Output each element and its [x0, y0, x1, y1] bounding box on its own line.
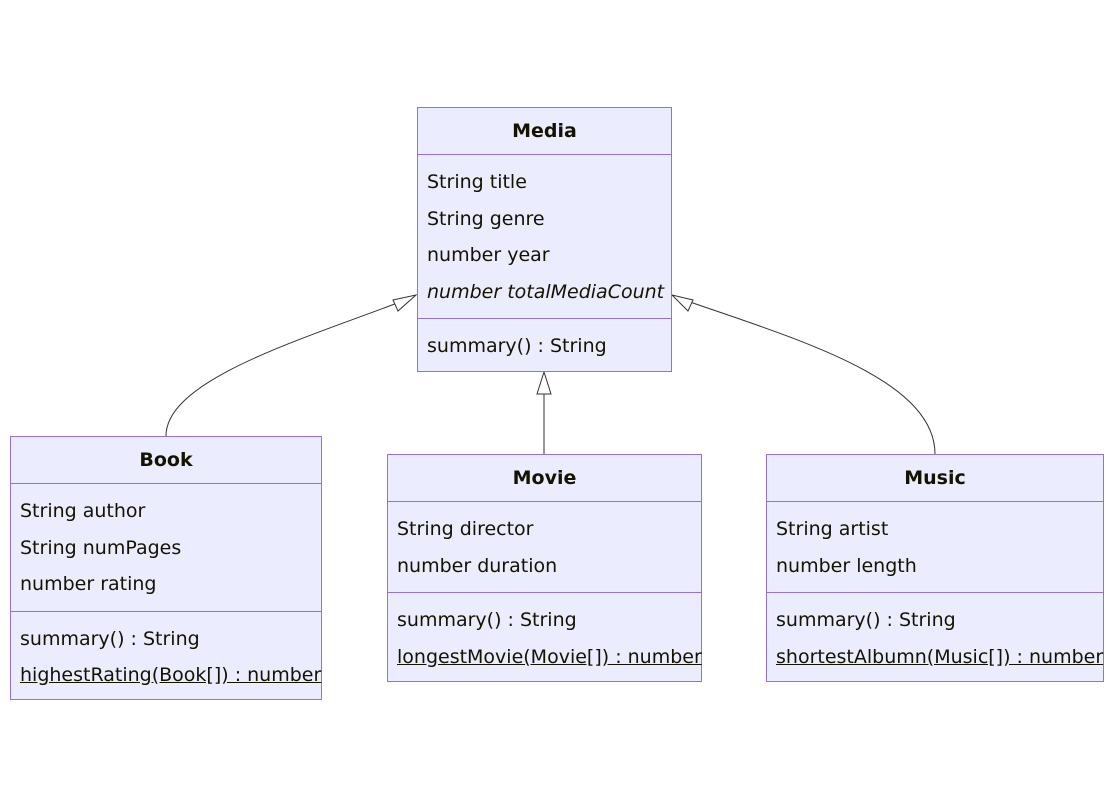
attributes-section: String artist number length — [767, 502, 1103, 593]
class-name: Music — [767, 455, 1103, 502]
attributes-section: String title String genre number year nu… — [418, 155, 671, 319]
arrowhead-movie-media — [536, 370, 552, 395]
attributes-section: String author String numPages number rat… — [11, 484, 321, 612]
class-music: Music String artist number length summar… — [766, 454, 1104, 682]
methods-section: summary() : String longestMovie(Movie[])… — [388, 593, 702, 683]
method: summary() : String — [20, 627, 200, 650]
attributes-section: String director number duration — [388, 502, 701, 593]
methods-section: summary() : String — [418, 319, 671, 373]
methods-section: summary() : String shortestAlbumn(Music[… — [767, 593, 1103, 683]
class-book: Book String author String numPages numbe… — [10, 436, 322, 700]
methods-section: summary() : String highestRating(Book[])… — [11, 612, 321, 702]
edge-book-media — [165, 301, 401, 437]
attribute: String author — [20, 500, 146, 522]
class-name: Media — [418, 108, 671, 155]
attribute: number totalMediaCount — [427, 280, 665, 303]
arrowhead-book-media — [392, 294, 418, 312]
static-method: shortestAlbumn(Music[]) : number — [776, 645, 1104, 668]
static-method: highestRating(Book[]) : number — [20, 664, 322, 686]
attribute: String director — [397, 518, 534, 540]
static-method: longestMovie(Movie[]) : number — [397, 645, 702, 668]
attribute: String numPages — [20, 536, 182, 559]
arrowhead-music-media — [670, 294, 694, 312]
method: summary() : String — [776, 609, 956, 631]
attribute: number length — [776, 554, 917, 577]
method: summary() : String — [427, 335, 607, 357]
class-name: Book — [11, 437, 321, 484]
attribute: String artist — [776, 518, 889, 540]
attribute: number rating — [20, 573, 157, 595]
method: summary() : String — [397, 609, 577, 631]
attribute: String title — [427, 171, 527, 193]
attribute: String genre — [427, 207, 545, 230]
class-media: Media String title String genre number y… — [417, 107, 672, 372]
attribute: number year — [427, 244, 550, 266]
edge-music-media — [689, 301, 936, 455]
class-name: Movie — [388, 455, 701, 502]
class-movie: Movie String director number duration su… — [387, 454, 702, 682]
attribute: number duration — [397, 554, 558, 577]
